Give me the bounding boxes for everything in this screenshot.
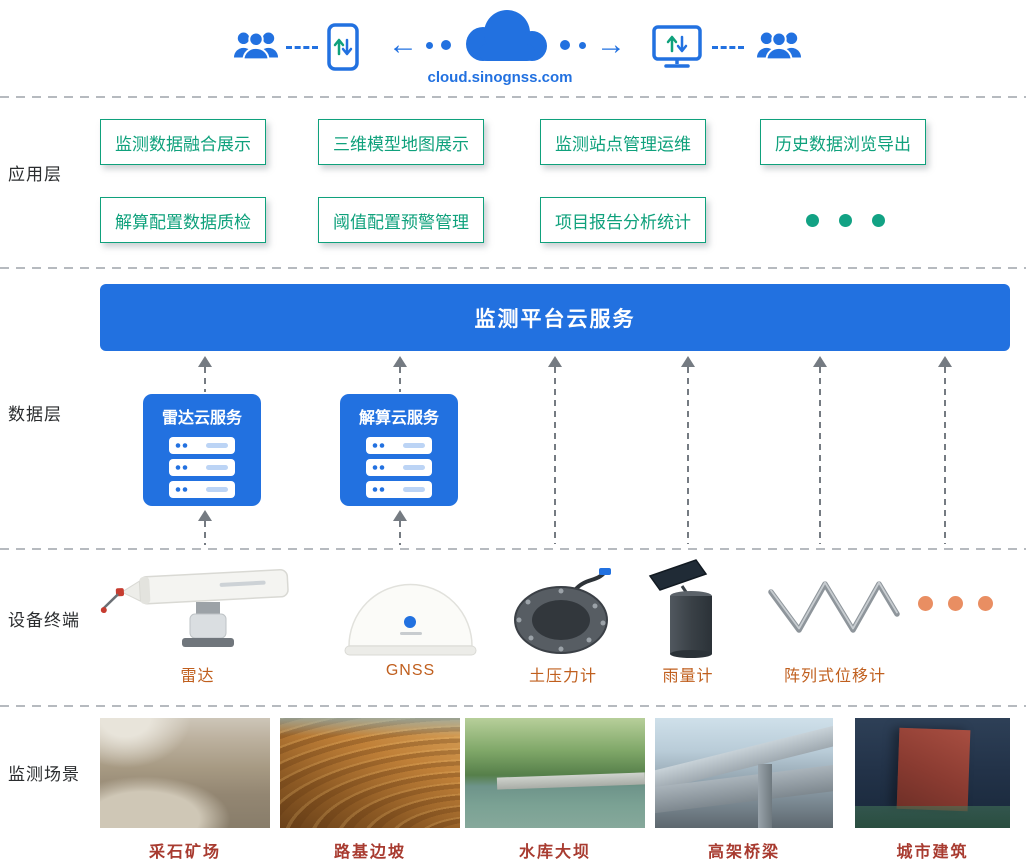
device-rain-gauge-image xyxy=(648,556,730,663)
photo-texture xyxy=(280,718,460,736)
up-arrow xyxy=(938,356,952,544)
scene-photo-urban-building xyxy=(855,718,1010,828)
app-feature-box: 三维模型地图展示 xyxy=(318,119,484,165)
layer-label-data: 数据层 xyxy=(8,405,62,424)
scene-photo-reservoir-dam xyxy=(465,718,645,828)
users-icon xyxy=(756,27,802,68)
ellipsis-dot xyxy=(948,596,963,611)
photo-texture xyxy=(896,727,972,812)
flow-arrow-left-icon: ← xyxy=(388,28,418,61)
service-card-label: 解算云服务 xyxy=(358,410,439,427)
device-label: 雷达 xyxy=(180,668,215,685)
layer-label-scene: 监测场景 xyxy=(8,765,80,784)
up-arrow xyxy=(548,356,562,544)
service-card-label: 雷达云服务 xyxy=(161,410,242,427)
up-arrow xyxy=(813,356,827,544)
cloud-platform-banner-label: 监测平台云服务 xyxy=(474,307,636,331)
cloud-domain-label: cloud.sinognss.com xyxy=(427,69,573,86)
photo-texture xyxy=(855,806,1010,828)
photo-texture xyxy=(100,776,231,828)
ellipsis-dot xyxy=(918,596,933,611)
app-feature-box: 阈值配置预警管理 xyxy=(318,197,484,243)
device-label: 土压力计 xyxy=(528,668,597,685)
users-icon xyxy=(233,27,279,68)
device-radar-image xyxy=(100,562,295,665)
layer-divider xyxy=(0,548,1026,550)
device-label: 雨量计 xyxy=(662,668,714,685)
scene-label: 路基边坡 xyxy=(333,844,406,861)
up-arrow xyxy=(198,510,212,545)
app-feature-label: 历史数据浏览导出 xyxy=(775,134,911,154)
app-feature-box: 项目报告分析统计 xyxy=(540,197,706,243)
service-card-solution: 解算云服务 xyxy=(340,394,458,506)
ellipsis-dot xyxy=(806,214,819,227)
flow-dot xyxy=(579,42,586,49)
layer-divider xyxy=(0,267,1026,269)
layer-divider xyxy=(0,96,1026,98)
device-gnss-image xyxy=(338,566,483,663)
scene-label: 城市建筑 xyxy=(896,844,969,861)
scene-label: 高架桥梁 xyxy=(707,844,780,861)
device-label: GNSS xyxy=(385,662,436,679)
scene-label: 采石矿场 xyxy=(148,844,221,861)
scene-photo-viaduct xyxy=(655,718,833,828)
app-feature-label: 监测站点管理运维 xyxy=(555,134,691,154)
ellipsis-dot xyxy=(839,214,852,227)
app-feature-label: 阈值配置预警管理 xyxy=(333,212,469,232)
flow-dot xyxy=(441,40,451,50)
app-feature-label: 监测数据融合展示 xyxy=(115,134,251,154)
flow-arrow-right-icon: → xyxy=(596,28,626,61)
scene-label: 水库大坝 xyxy=(518,844,591,861)
monitor-icon xyxy=(652,25,702,74)
app-feature-box: 监测站点管理运维 xyxy=(540,119,706,165)
app-feature-label: 解算配置数据质检 xyxy=(115,212,251,232)
flow-dot xyxy=(560,40,570,50)
device-array-displacement-meter-image xyxy=(765,572,905,649)
up-arrow xyxy=(681,356,695,544)
dashed-connector-right xyxy=(712,46,744,49)
up-arrow xyxy=(198,356,212,392)
ellipsis-dot xyxy=(872,214,885,227)
smartphone-icon xyxy=(327,23,359,76)
app-feature-box: 解算配置数据质检 xyxy=(100,197,266,243)
photo-texture xyxy=(758,764,773,828)
app-feature-box: 历史数据浏览导出 xyxy=(760,119,926,165)
cloud-platform-banner: 监测平台云服务 xyxy=(100,284,1010,351)
app-feature-label: 三维模型地图展示 xyxy=(333,134,469,154)
device-label: 阵列式位移计 xyxy=(783,668,886,685)
server-stack-icon xyxy=(169,437,235,498)
scene-photo-roadbed-slope xyxy=(280,718,460,828)
up-arrow xyxy=(393,510,407,545)
cloud-icon xyxy=(455,6,555,73)
dashed-connector-left xyxy=(286,46,318,49)
up-arrow xyxy=(393,356,407,392)
service-card-radar: 雷达云服务 xyxy=(143,394,261,506)
app-feature-box: 监测数据融合展示 xyxy=(100,119,266,165)
photo-texture xyxy=(497,772,645,790)
flow-dot xyxy=(426,42,433,49)
layer-label-device: 设备终端 xyxy=(8,611,80,630)
device-earth-pressure-gauge-image xyxy=(513,568,613,661)
layer-divider xyxy=(0,705,1026,707)
ellipsis-dot xyxy=(978,596,993,611)
scene-photo-quarry xyxy=(100,718,270,828)
layer-label-application: 应用层 xyxy=(8,165,62,184)
app-feature-label: 项目报告分析统计 xyxy=(555,212,691,232)
server-stack-icon xyxy=(366,437,432,498)
